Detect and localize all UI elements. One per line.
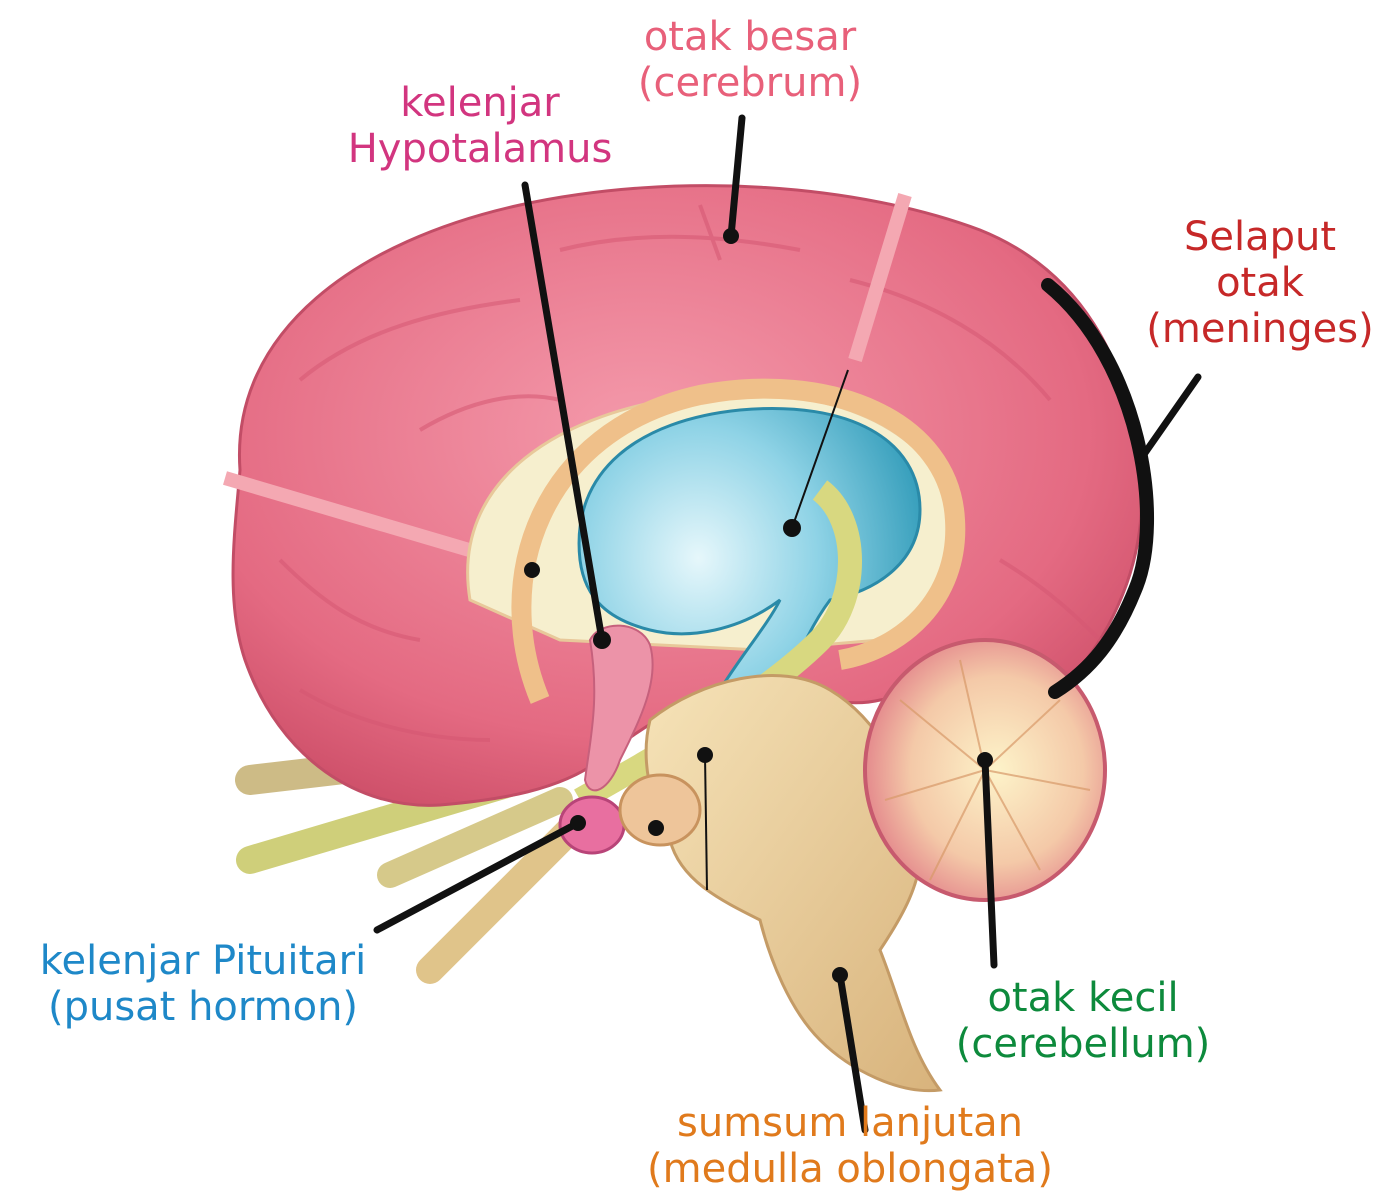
label-cerebellum-line1: otak kecil <box>938 975 1228 1021</box>
label-meninges-line3: (meninges) <box>1140 306 1380 352</box>
label-hypothalamus: kelenjar Hypotalamus <box>335 80 625 172</box>
label-pituitary-line2: (pusat hormon) <box>8 984 398 1030</box>
label-hypothalamus-line2: Hypotalamus <box>335 126 625 172</box>
label-cerebellum-line2: (cerebellum) <box>938 1021 1228 1067</box>
label-cerebrum-line2: (cerebrum) <box>620 60 880 106</box>
label-medulla-line1: sumsum lanjutan <box>610 1100 1090 1146</box>
label-medulla-line2: (medulla oblongata) <box>610 1146 1090 1192</box>
leader-meninges <box>1140 377 1198 460</box>
label-pituitary: kelenjar Pituitari (pusat hormon) <box>8 938 398 1030</box>
label-medulla: sumsum lanjutan (medulla oblongata) <box>610 1100 1090 1192</box>
label-cerebellum: otak kecil (cerebellum) <box>938 975 1228 1067</box>
label-cerebrum: otak besar (cerebrum) <box>620 14 880 106</box>
label-hypothalamus-line1: kelenjar <box>335 80 625 126</box>
label-meninges-line2: otak <box>1140 260 1380 306</box>
label-cerebrum-line1: otak besar <box>620 14 880 60</box>
label-meninges: Selaput otak (meninges) <box>1140 214 1380 352</box>
label-meninges-line1: Selaput <box>1140 214 1380 260</box>
label-pituitary-line1: kelenjar Pituitari <box>8 938 398 984</box>
